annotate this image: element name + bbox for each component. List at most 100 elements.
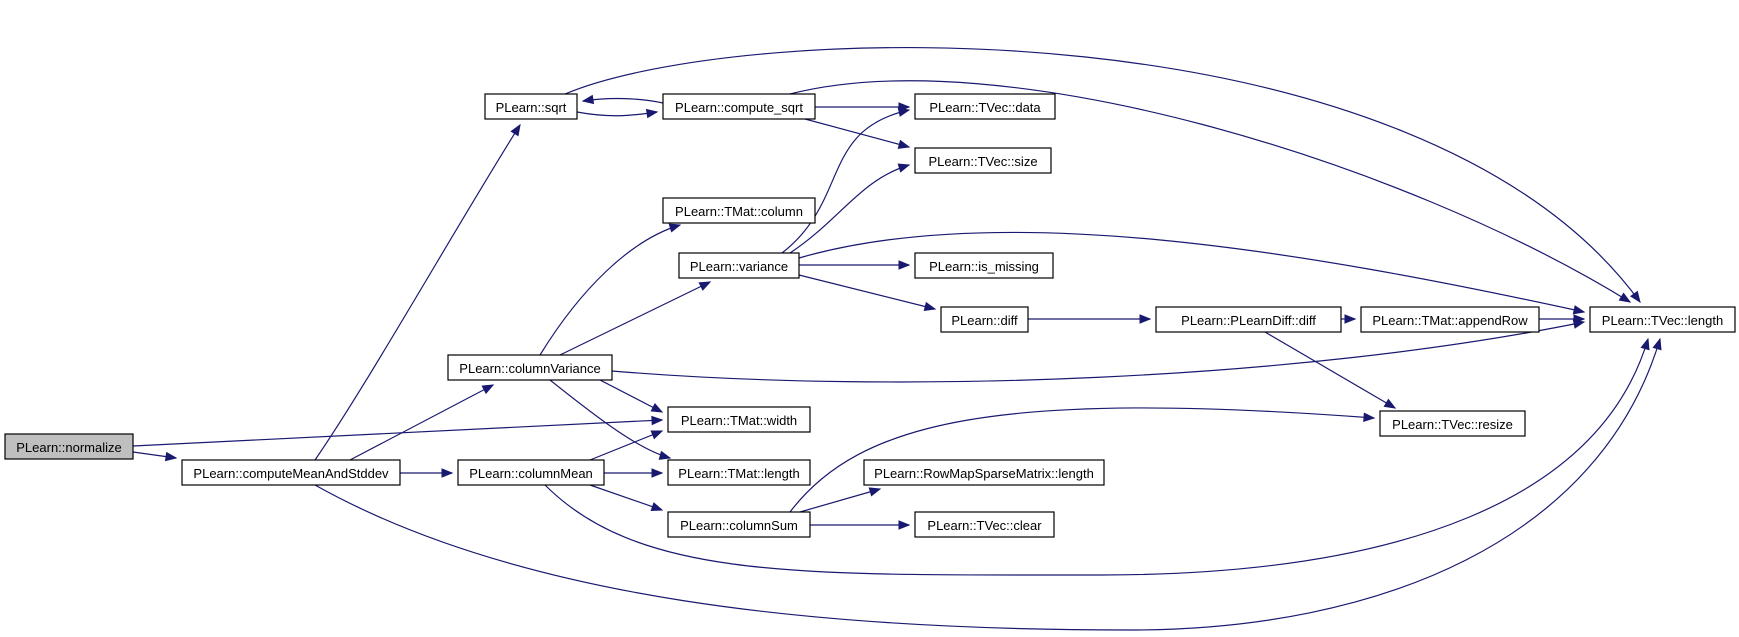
edge-columnVariance-to-tmat_width	[599, 379, 664, 413]
arrowhead-icon	[897, 139, 911, 149]
edge-columnMean-to-columnSum	[589, 484, 664, 512]
node-box	[667, 511, 811, 538]
arrowhead-icon	[898, 260, 911, 270]
arrowhead-icon	[1344, 314, 1357, 324]
arrowhead-icon	[581, 94, 595, 105]
node-tvec-clear[interactable]: PLearn::TVec::clear	[914, 511, 1055, 538]
node-label: PLearn::TMat::length	[678, 466, 799, 481]
node-label: PLearn::variance	[690, 259, 788, 274]
node-label: PLearn::compute_sqrt	[675, 100, 803, 115]
node-label: PLearn::columnVariance	[459, 361, 600, 376]
arrowhead-icon	[650, 402, 664, 413]
edge-sqrt-to-compute_sqrt	[576, 108, 659, 119]
node-tvec-size[interactable]: PLearn::TVec::size	[914, 147, 1052, 174]
node-box	[667, 406, 811, 433]
node-label: PLearn::sqrt	[496, 100, 567, 115]
edge-variance-to-is_missing	[799, 260, 911, 270]
node-columnSum[interactable]: PLearn::columnSum	[667, 511, 811, 538]
node-compute-sqrt[interactable]: PLearn::compute_sqrt	[662, 93, 816, 120]
arrowhead-icon	[1629, 290, 1641, 304]
node-tmat-width[interactable]: PLearn::TMat::width	[667, 406, 811, 433]
node-box	[1379, 410, 1526, 437]
node-label: PLearn::TVec::length	[1602, 313, 1723, 328]
node-box	[662, 93, 816, 120]
edge-variance-to-tvec_size	[789, 163, 911, 254]
node-label: PLearn::TMat::appendRow	[1372, 313, 1528, 328]
arrowhead-icon	[1572, 305, 1586, 315]
node-tmat-appendRow[interactable]: PLearn::TMat::appendRow	[1360, 306, 1540, 333]
node-box	[457, 459, 605, 486]
node-label: PLearn::columnSum	[680, 518, 798, 533]
node-label: PLearn::TVec::clear	[927, 518, 1042, 533]
node-label: PLearn::normalize	[16, 440, 122, 455]
arrowhead-icon	[868, 487, 882, 497]
node-box	[914, 511, 1055, 538]
edge-columnSum-to-rowmap_length	[799, 487, 882, 513]
node-label: PLearn::PLearnDiff::diff	[1181, 313, 1316, 328]
edge-columnVariance-to-tmat_length	[549, 379, 672, 460]
arrowhead-icon	[651, 468, 664, 478]
arrowhead-icon	[1573, 314, 1586, 324]
arrowhead-icon	[698, 281, 712, 291]
arrowhead-icon	[897, 107, 911, 117]
node-label: PLearn::diff	[951, 313, 1018, 328]
edge-plearndiff_diff-to-tmat_appendRow	[1341, 314, 1357, 324]
arrowhead-icon	[164, 451, 178, 462]
node-plearndiff-diff[interactable]: PLearn::PLearnDiff::diff	[1155, 306, 1342, 333]
arrowhead-icon	[658, 450, 672, 460]
arrowhead-icon	[668, 223, 682, 233]
node-columnMean[interactable]: PLearn::columnMean	[457, 459, 605, 486]
node-tvec-length[interactable]: PLearn::TVec::length	[1589, 306, 1736, 333]
node-label: PLearn::columnMean	[469, 466, 593, 481]
edge-columnMean-to-tmat_length	[604, 468, 664, 478]
node-box	[1589, 306, 1736, 333]
node-label: PLearn::TVec::resize	[1392, 417, 1513, 432]
arrowhead-icon	[510, 123, 521, 137]
edge-sqrt-to-tvec_length	[564, 46, 1641, 304]
arrowhead-icon	[898, 520, 911, 530]
node-box	[1155, 306, 1342, 333]
node-normalize[interactable]: PLearn::normalize	[4, 433, 134, 460]
node-box	[484, 93, 578, 120]
edge-columnVariance-to-tmat_column	[539, 223, 682, 356]
node-label: PLearn::is_missing	[929, 259, 1039, 274]
arrowhead-icon	[441, 468, 454, 478]
edge-columnMean-to-tvec_length	[544, 337, 1650, 576]
edge-variance-to-tvec_length	[798, 231, 1586, 315]
edge-columnSum-to-tvec_clear	[810, 520, 911, 530]
edge-compute_sqrt-to-tvec_size	[804, 118, 911, 149]
node-box	[914, 252, 1054, 279]
node-box	[1360, 306, 1540, 333]
edge-tmat_appendRow-to-tvec_length	[1539, 314, 1586, 324]
node-label: PLearn::TVec::data	[929, 100, 1041, 115]
node-rowmap-length[interactable]: PLearn::RowMapSparseMatrix::length	[863, 459, 1105, 486]
node-label: PLearn::TMat::column	[675, 204, 803, 219]
edge-variance-to-diff	[798, 274, 937, 312]
arrowhead-icon	[1640, 337, 1650, 351]
arrowhead-icon	[1139, 314, 1152, 324]
node-box	[662, 197, 816, 224]
arrowhead-icon	[897, 163, 911, 173]
edge-computeMeanAndStddev-to-columnVariance	[349, 384, 495, 461]
node-columnVariance[interactable]: PLearn::columnVariance	[447, 354, 613, 381]
node-tmat-length[interactable]: PLearn::TMat::length	[667, 459, 811, 486]
node-tvec-data[interactable]: PLearn::TVec::data	[914, 93, 1056, 120]
node-is-missing[interactable]: PLearn::is_missing	[914, 252, 1054, 279]
node-label: PLearn::RowMapSparseMatrix::length	[874, 466, 1094, 481]
node-label: PLearn::computeMeanAndStddev	[193, 466, 389, 481]
edge-normalize-to-tmat_width	[132, 415, 664, 447]
node-sqrt[interactable]: PLearn::sqrt	[484, 93, 578, 120]
edge-computeMeanAndStddev-to-sqrt	[314, 123, 521, 461]
edge-normalize-to-computeMeanAndStddev	[132, 451, 178, 462]
node-box	[863, 459, 1105, 486]
edge-columnVariance-to-variance	[559, 281, 712, 356]
node-computeMeanAndStddev[interactable]: PLearn::computeMeanAndStddev	[181, 459, 401, 486]
arrowhead-icon	[1363, 412, 1376, 422]
node-diff[interactable]: PLearn::diff	[940, 306, 1029, 333]
arrowhead-icon	[1383, 398, 1397, 409]
edge-plearndiff_diff-to-tvec_resize	[1264, 331, 1397, 409]
arrowhead-icon	[650, 502, 664, 512]
node-variance[interactable]: PLearn::variance	[678, 252, 800, 279]
node-tvec-resize[interactable]: PLearn::TVec::resize	[1379, 410, 1526, 437]
node-tmat-column[interactable]: PLearn::TMat::column	[662, 197, 816, 224]
